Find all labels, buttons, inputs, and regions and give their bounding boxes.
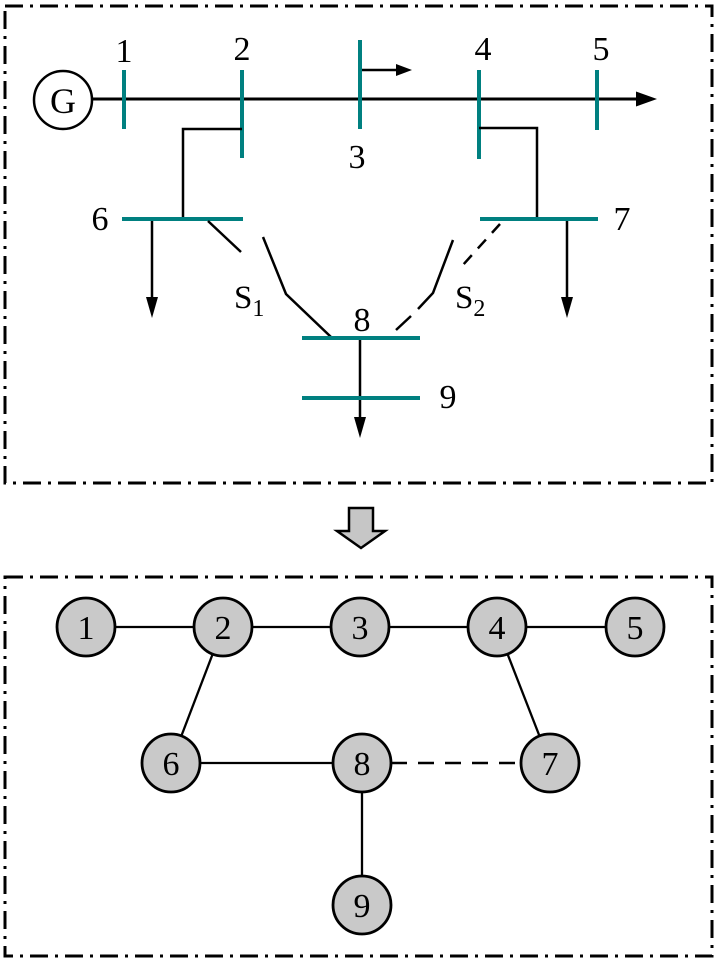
load-arrow-bus6-head-icon	[146, 297, 158, 318]
switch-s2-dashed-lower	[395, 315, 412, 331]
graph-node-7-label: 7	[542, 746, 559, 783]
graph-node-8	[331, 732, 393, 794]
switch-s1-subscript: 1	[252, 296, 264, 322]
transform-down-arrow-icon	[333, 506, 389, 550]
graph-node-8-label: 8	[354, 746, 371, 783]
top-panel-dashdot-border	[3, 4, 714, 485]
graph-node-3-label: 3	[352, 610, 369, 647]
bus1-label: 1	[116, 33, 133, 70]
graph-node-2-label: 2	[215, 610, 232, 647]
generator-label: G	[50, 81, 76, 121]
one-line-diagram-panel: G 1 2 3 4 5 6 S1 7	[3, 4, 714, 485]
switch-s1-stub	[207, 220, 242, 253]
flow-arrowhead-icon	[396, 64, 412, 76]
graph-node-4	[466, 596, 528, 658]
bus7-label: 7	[614, 201, 631, 238]
feeder-arrowhead-icon	[636, 91, 657, 107]
graph-node-9	[331, 874, 393, 936]
bus3-label: 3	[349, 139, 366, 176]
switch-s1-blade	[261, 236, 332, 338]
graph-node-6-label: 6	[163, 746, 180, 783]
load-arrow-bus8-head-icon	[354, 417, 366, 438]
graph-node-5-label: 5	[627, 610, 644, 647]
graph-node-6	[140, 732, 202, 794]
branch-bus2-bus6	[181, 127, 242, 218]
graph-node-2	[192, 596, 254, 658]
bus2-label: 2	[234, 31, 251, 68]
switch-s2-label: S2	[455, 280, 485, 322]
graph-panel: 1 2 3 4 5 6 7 8 9	[3, 575, 714, 958]
load-arrow-bus7-head-icon	[561, 297, 573, 318]
bus4-label: 4	[475, 31, 492, 68]
graph-node-9-label: 9	[354, 888, 371, 925]
graph-node-1-label: 1	[78, 610, 95, 647]
switch-s1-label: S1	[234, 280, 264, 322]
bus5-label: 5	[593, 31, 610, 68]
switch-s2-dashed-upper	[461, 223, 501, 267]
branch-bus4-bus7	[479, 126, 539, 218]
switch-s2-subscript: 2	[473, 296, 485, 322]
bus8-label: 8	[354, 302, 371, 339]
bus9-label: 9	[440, 379, 457, 416]
graph-node-4-label: 4	[489, 610, 506, 647]
graph-node-1	[55, 596, 117, 658]
switch-s2-base: S	[455, 280, 473, 316]
graph-node-3	[329, 596, 391, 658]
bus6-label: 6	[92, 201, 109, 238]
graph-node-5	[604, 596, 666, 658]
bottom-panel-dashdot-border	[3, 575, 714, 958]
graph-node-7	[519, 732, 581, 794]
switch-s1-base: S	[234, 280, 252, 316]
switch-s2-blade	[417, 239, 455, 310]
